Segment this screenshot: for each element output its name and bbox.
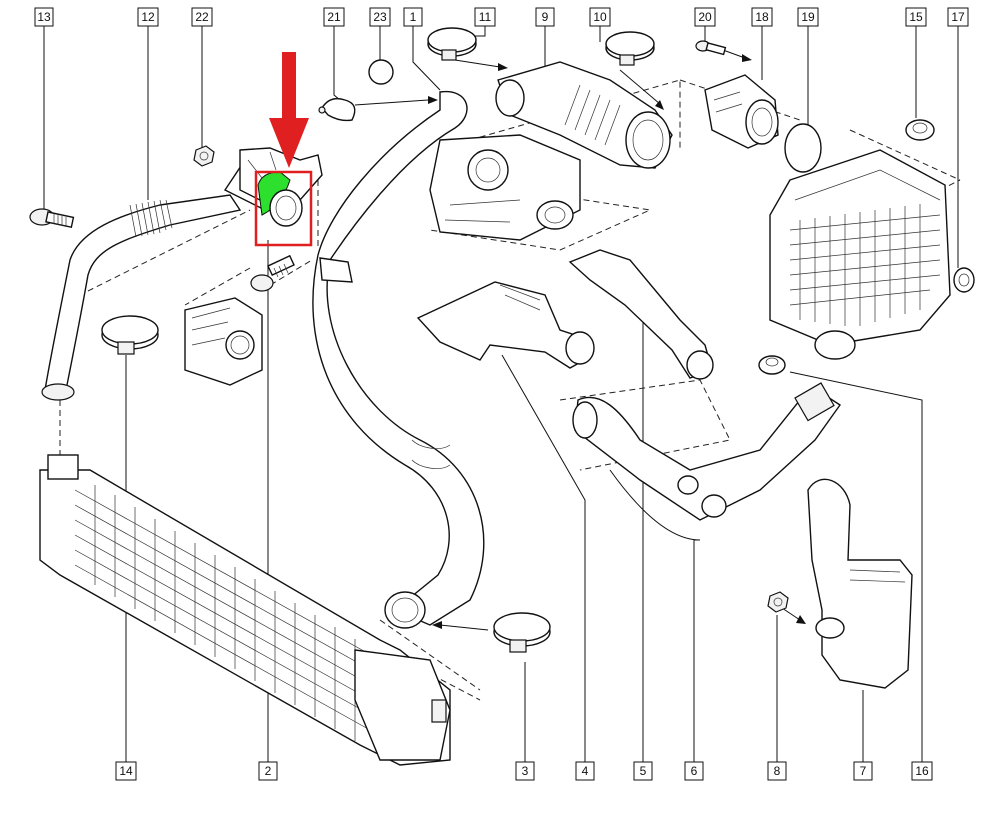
part-5-hose: [568, 249, 714, 380]
callout-10: 10: [589, 7, 611, 27]
callout-23: 23: [369, 7, 391, 27]
intercooler: [39, 454, 451, 766]
svg-text:17: 17: [951, 10, 965, 24]
svg-text:22: 22: [195, 10, 209, 24]
svg-text:9: 9: [542, 10, 549, 24]
svg-text:3: 3: [522, 764, 529, 778]
callout-19: 19: [797, 7, 819, 27]
callout-6: 6: [684, 761, 704, 781]
part-7-resonator: [807, 478, 913, 689]
throttle-body: [184, 297, 263, 386]
svg-text:21: 21: [327, 10, 341, 24]
callout-11: 11: [474, 7, 496, 27]
part-18-airflow-meter: [704, 74, 779, 149]
callout-leaders: [43, 26, 959, 762]
callout-22: 22: [191, 7, 213, 27]
red-indicator-arrow: [269, 52, 309, 168]
callout-14: 14: [115, 761, 137, 781]
part-8-nut: [767, 591, 789, 613]
svg-text:20: 20: [698, 10, 712, 24]
callout-labels: 13 12 22 21 23 1 11 9 10 20 18 19 15 17 …: [34, 7, 969, 781]
part-3-hose-clamp: [493, 612, 551, 653]
part-19-o-ring: [784, 123, 822, 173]
svg-text:12: 12: [141, 10, 155, 24]
bolt-fastener: [250, 254, 295, 292]
part-6-hose: [572, 382, 841, 521]
part-1-intake-hose: [312, 90, 485, 629]
callout-7: 7: [853, 761, 873, 781]
svg-text:8: 8: [774, 764, 781, 778]
part-20-bolt: [695, 40, 727, 56]
part-10-hose-clamp: [605, 31, 655, 66]
svg-text:7: 7: [860, 764, 867, 778]
svg-text:23: 23: [373, 10, 387, 24]
svg-text:5: 5: [640, 764, 647, 778]
svg-text:6: 6: [691, 764, 698, 778]
svg-text:19: 19: [801, 10, 815, 24]
part-15-grommet: [905, 119, 935, 141]
part-13-bolt: [29, 208, 75, 229]
callout-16: 16: [911, 761, 933, 781]
svg-text:11: 11: [479, 10, 492, 24]
svg-text:10: 10: [593, 10, 607, 24]
part-22-nut: [193, 145, 215, 167]
svg-text:4: 4: [582, 764, 589, 778]
callout-21: 21: [323, 7, 345, 27]
svg-text:15: 15: [909, 10, 923, 24]
part-11-hose-clamp: [427, 27, 477, 61]
part-4-air-duct: [416, 281, 595, 369]
callout-4: 4: [575, 761, 595, 781]
air-filter-box: [769, 149, 951, 360]
callout-15: 15: [905, 7, 927, 27]
part-2-egr-flange: [239, 147, 323, 247]
svg-text:1: 1: [410, 10, 417, 24]
callout-2: 2: [258, 761, 278, 781]
svg-text:13: 13: [37, 10, 51, 24]
svg-text:16: 16: [915, 764, 929, 778]
callout-1: 1: [403, 7, 423, 27]
svg-text:14: 14: [119, 764, 133, 778]
part-21-seal: [318, 97, 356, 122]
callout-17: 17: [947, 7, 969, 27]
callout-3: 3: [515, 761, 535, 781]
callout-20: 20: [694, 7, 716, 27]
callout-5: 5: [633, 761, 653, 781]
callout-8: 8: [767, 761, 787, 781]
callout-13: 13: [34, 7, 54, 27]
callout-9: 9: [535, 7, 555, 27]
callout-18: 18: [751, 7, 773, 27]
part-17-grommet: [953, 267, 975, 293]
turbocharger: [429, 134, 581, 241]
part-23-seal: [368, 59, 394, 85]
callout-12: 12: [137, 7, 159, 27]
svg-text:2: 2: [265, 764, 272, 778]
part-9-intake-pipe: [495, 61, 673, 169]
part-14-hose-clamp: [101, 315, 159, 355]
svg-text:18: 18: [755, 10, 769, 24]
part-16-grommet: [758, 355, 786, 375]
